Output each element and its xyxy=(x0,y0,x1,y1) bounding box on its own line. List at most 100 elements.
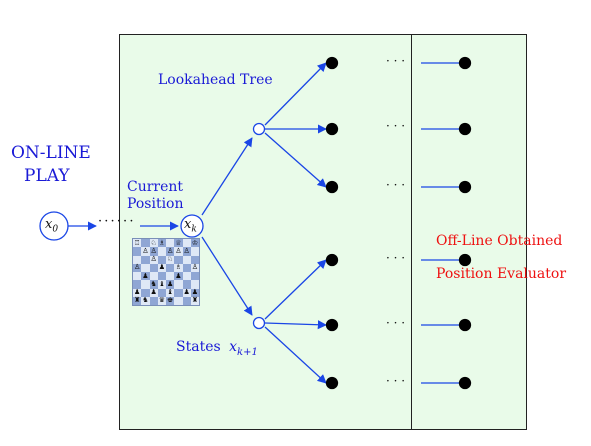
chess-square: ♟ xyxy=(174,271,183,281)
chess-square: ♜ xyxy=(190,296,199,305)
current-position-label-line1: Current xyxy=(127,179,184,195)
chess-square: ♙ xyxy=(133,263,142,272)
x0-node-label: x0 xyxy=(45,217,58,235)
chess-square xyxy=(190,272,199,281)
states-label: States xk+1 xyxy=(176,339,258,358)
chess-square: ♚ xyxy=(166,296,175,305)
chess-square: ♟ xyxy=(166,279,175,289)
chess-square xyxy=(149,263,158,272)
chess-square xyxy=(133,280,142,289)
evaluator-leaf-node-6 xyxy=(458,376,472,390)
chess-square: ♙ xyxy=(166,246,175,256)
tree-leaf-node-4 xyxy=(325,253,339,267)
online-play-label-line1: ON-LINE xyxy=(11,143,91,163)
tree-leaf-node-3 xyxy=(325,180,339,194)
chess-square: ♜ xyxy=(133,296,142,305)
chess-square: ♞ xyxy=(141,296,150,305)
states-symbol-sub: k+1 xyxy=(237,346,258,358)
chess-square xyxy=(174,255,183,264)
states-symbol: xk+1 xyxy=(229,339,258,358)
chess-square xyxy=(174,280,183,289)
chess-square xyxy=(157,247,166,256)
leaf-ellipsis-6: · · · xyxy=(386,374,406,388)
leaf-ellipsis-5: · · · xyxy=(386,316,406,330)
chess-square xyxy=(190,247,199,256)
chess-square xyxy=(133,247,142,256)
edge-xk-to-lower-state xyxy=(201,236,253,316)
edge-lower-to-leaf-6 xyxy=(264,326,327,384)
chess-board: ♖♘♗♕♔♙♙♙♙♙♙♘♙♟♗♙♟♟♞♝♟♟♟♝♟♟♜♞♛♚♜ xyxy=(132,238,200,306)
chess-square xyxy=(182,296,191,305)
chess-square xyxy=(141,280,150,289)
current-position-label-line2: Position xyxy=(127,196,184,212)
evaluator-leaf-node-5 xyxy=(458,318,472,332)
lower-state-node xyxy=(252,316,266,330)
chess-square: ♟ xyxy=(157,263,166,272)
chess-square xyxy=(141,239,150,248)
x0-base: x xyxy=(45,217,53,232)
chess-square: ♘ xyxy=(149,238,158,248)
states-prefix: States xyxy=(176,339,221,355)
chess-square: ♛ xyxy=(157,296,166,305)
chess-square: ♟ xyxy=(141,271,150,281)
chess-square: ♟ xyxy=(133,288,142,297)
upper-state-node xyxy=(252,122,266,136)
leaf-ellipsis-1: · · · xyxy=(386,54,406,68)
tree-leaf-node-1 xyxy=(325,56,339,70)
chess-square xyxy=(182,255,191,264)
chess-square xyxy=(182,280,191,289)
chess-square xyxy=(149,296,158,305)
chess-square xyxy=(190,280,199,289)
chess-square xyxy=(182,272,191,281)
chess-square xyxy=(133,255,142,264)
chess-square xyxy=(157,288,166,297)
x0-sub: 0 xyxy=(52,224,59,235)
chess-square xyxy=(190,255,199,264)
chess-square: ♝ xyxy=(166,288,175,297)
leaf-ellipsis-3: · · · xyxy=(386,178,406,192)
edge-upper-to-leaf-1 xyxy=(264,62,327,126)
online-dots: · · · · · · xyxy=(98,214,133,229)
edge-lower-to-leaf-4 xyxy=(264,259,327,320)
chess-square: ♗ xyxy=(174,263,183,272)
xk-sub: k xyxy=(191,224,197,235)
chess-square xyxy=(157,255,166,264)
evaluator-leaf-node-2 xyxy=(458,122,472,136)
chess-square xyxy=(166,272,175,281)
chess-square xyxy=(182,263,191,272)
chess-square: ♝ xyxy=(157,279,166,289)
chess-square xyxy=(166,239,175,248)
chess-square xyxy=(182,239,191,248)
offline-evaluator-label-line1: Off-Line Obtained xyxy=(436,233,563,249)
chess-square: ♞ xyxy=(149,279,158,289)
lookahead-tree-label: Lookahead Tree xyxy=(158,72,273,88)
chess-square xyxy=(141,288,150,297)
leaf-ellipsis-4: · · · xyxy=(386,251,406,265)
offline-evaluator-label-line2: Position Evaluator xyxy=(436,266,567,282)
edge-upper-to-leaf-3 xyxy=(264,132,327,188)
chess-square xyxy=(174,288,183,297)
evaluator-leaf-node-1 xyxy=(458,56,472,70)
chess-square: ♕ xyxy=(174,238,183,248)
leaf-ellipsis-2: · · · xyxy=(386,119,406,133)
tree-leaf-node-5 xyxy=(325,318,339,332)
chess-square: ♙ xyxy=(141,246,150,256)
states-symbol-base: x xyxy=(229,339,238,355)
chess-square: ♟ xyxy=(190,288,199,297)
edge-xk-to-upper-state xyxy=(201,137,253,216)
chess-square xyxy=(141,263,150,272)
xk-base: x xyxy=(184,217,192,232)
chess-square xyxy=(149,272,158,281)
lookahead-panel xyxy=(119,34,412,430)
chess-square xyxy=(166,263,175,272)
chess-square xyxy=(157,272,166,281)
x0-node xyxy=(39,211,69,241)
edge-lower-to-leaf-5 xyxy=(264,320,327,330)
evaluator-leaf-node-3 xyxy=(458,180,472,194)
chess-square xyxy=(141,255,150,264)
chess-square: ♙ xyxy=(190,263,199,272)
chess-square: ♗ xyxy=(157,238,166,248)
chess-square: ♙ xyxy=(149,246,158,256)
evaluator-panel xyxy=(411,34,527,430)
